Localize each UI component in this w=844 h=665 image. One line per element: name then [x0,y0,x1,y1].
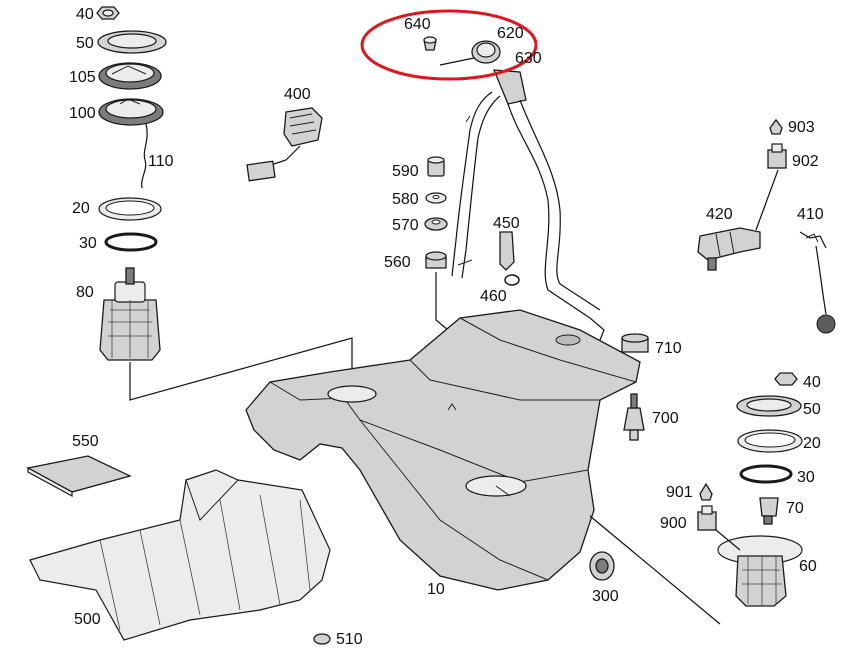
label-901: 901 [666,484,693,501]
part-10-fuel-tank [245,309,641,591]
label-700: 700 [652,410,679,427]
label-110: 110 [148,153,174,170]
label-70: 70 [786,500,804,517]
label-60: 60 [799,558,817,575]
label-590: 590 [392,163,419,180]
part-labels: 640 620 630 40 50 105 100 110 20 30 80 4… [69,6,824,648]
label-710: 710 [655,340,682,357]
part-550-pad [26,455,132,498]
label-105: 105 [69,69,96,86]
part-60-pump-module [715,529,803,607]
part-903 [769,118,783,135]
part-20-seal-left [98,197,162,221]
part-901 [699,482,713,501]
part-560 [425,251,447,269]
part-640-cap-screw [423,36,437,51]
part-40-nut-left [96,6,120,20]
part-500-heat-shield [29,469,331,641]
part-80-fuel-pump [99,267,161,361]
label-20-left: 20 [72,200,90,217]
label-30-right: 30 [797,469,815,486]
part-580 [425,192,447,204]
part-902 [767,143,787,169]
highlight-ellipse [360,9,538,81]
label-100: 100 [69,105,96,122]
part-450-hose [499,231,515,271]
label-570: 570 [392,217,419,234]
label-40-right: 40 [803,374,821,391]
part-20-seal-right [737,429,803,453]
part-30-oring-left [104,232,158,252]
label-640: 640 [404,16,431,33]
label-40-left: 40 [76,6,94,23]
part-510-nut [313,633,331,645]
label-560: 560 [384,254,411,271]
leader-80 [129,337,353,401]
label-460: 460 [480,288,507,305]
part-110-wire [141,123,148,189]
label-410: 410 [797,206,824,223]
part-420-connector [697,169,779,271]
part-50-ring-left [97,30,167,54]
label-902: 902 [792,153,819,170]
label-50-right: 50 [803,401,821,418]
label-510: 510 [336,631,363,648]
label-400: 400 [284,86,311,103]
part-40-nut-right [774,372,798,386]
part-900 [697,505,717,531]
part-410-float-sensor [799,231,836,334]
part-100-flange [98,98,164,126]
label-450: 450 [493,215,520,232]
part-570 [424,217,448,231]
part-460-clip [504,274,520,286]
label-620: 620 [497,25,524,42]
label-630: 630 [515,50,542,67]
leader-sender [495,485,511,497]
label-550: 550 [72,433,99,450]
part-400-level-sender [246,107,323,182]
label-80: 80 [76,284,94,301]
part-630-filler-neck [451,69,605,346]
label-20-right: 20 [803,435,821,452]
label-10: 10 [427,581,445,598]
label-900: 900 [660,515,687,532]
label-500: 500 [74,611,101,628]
label-50-left: 50 [76,35,94,52]
label-580: 580 [392,191,419,208]
part-620-filler-cap [439,40,501,66]
leader-60 [589,515,721,625]
part-700-bolt [623,393,645,441]
part-30-oring-right [739,464,793,484]
part-50-ring-right [736,395,802,417]
part-70-fitting [759,497,779,525]
part-710-rubber-mount [621,333,649,353]
label-30-left: 30 [79,235,97,252]
part-300-grommet [589,551,615,581]
label-420: 420 [706,206,733,223]
label-300: 300 [592,588,619,605]
part-590 [427,156,445,177]
label-903: 903 [788,119,815,136]
part-105-cover [98,62,162,90]
